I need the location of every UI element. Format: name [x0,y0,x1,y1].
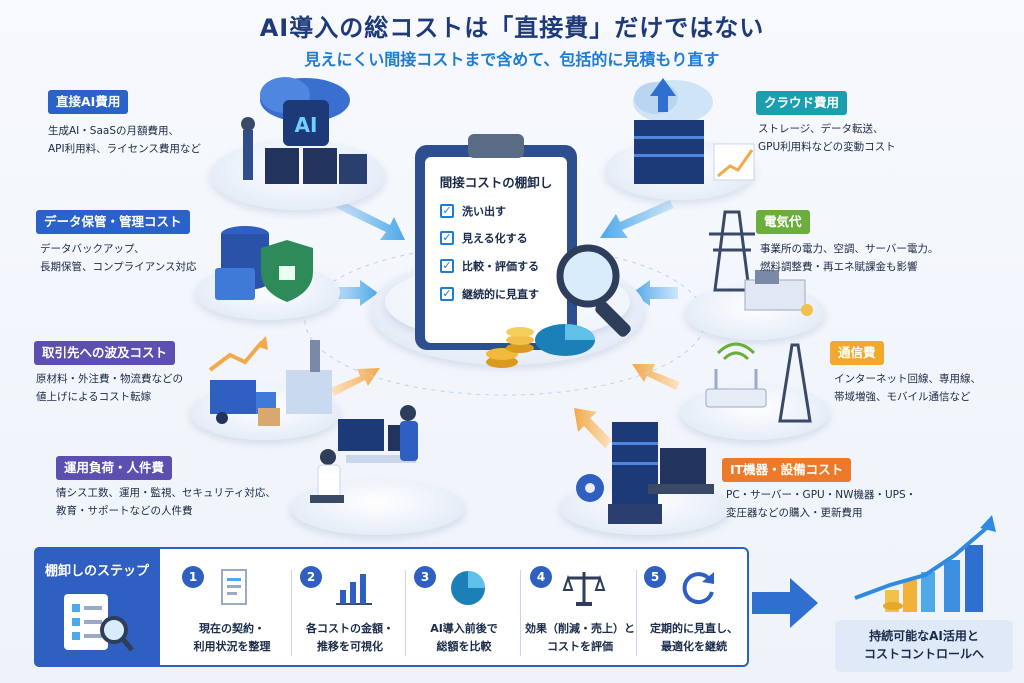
scale-icon [562,572,606,606]
final-goal: 持続可能なAI活用と コストコントロールへ [835,620,1013,672]
arrow-right-4 [574,408,612,448]
refresh-icon [682,572,714,605]
page-subtitle: 見えにくい間接コストまで含めて、包括的に見積もり直す [304,50,720,69]
step-number: 3 [414,566,436,588]
checkbox-icon: ✓ [440,204,454,218]
step-3: 3 AI導入前後で 総額を比較 [408,560,520,660]
arrow-right-2 [632,280,678,306]
database-shield-icon [215,226,313,302]
step-4: 4 効果（削減・売上）と コストを評価 [524,560,636,660]
step-2: 2 各コストの金額・ 推移を可視化 [294,560,406,660]
step-number: 2 [300,566,322,588]
label-data-storage: データ保管・管理コスト [36,210,190,234]
step-1: 1 現在の契約・ 利用状況を整理 [176,560,288,660]
step-5: 5 定期的に見直し、 最適化を継続 [638,560,750,660]
label-telecom: 通信費 [830,341,884,365]
arrow-right-3 [632,364,680,390]
arrow-left-1 [336,200,405,240]
desc-cloud: ストレージ、データ転送、GPU利用料などの変動コスト [758,123,896,153]
desc-operations: 情シス工数、運用・監視、セキュリティ対応、教育・サポートなどの人件費 [56,487,276,517]
clipboard-clip [468,134,524,158]
desc-it-equipment: PC・サーバー・GPU・NW機器・UPS・変圧器などの購入・更新費用 [726,489,917,519]
desc-electricity: 事業所の電力、空調、サーバー電力。燃料調整費・再エネ賦課金も影響 [760,243,939,273]
step-divider [405,570,406,656]
growth-chart-icon [854,515,996,612]
clipboard-title: 間接コストの棚卸し [439,175,553,190]
label-operations: 運用負荷・人件費 [56,456,173,480]
coins-icon [486,327,534,368]
label-direct-ai: 直接AI費用 [48,90,129,114]
check-item-4: ✓ 継続的に見直す [440,286,539,302]
ai-chip-text: AI [295,113,318,137]
step-text: 現在の契約・ 利用状況を整理 [193,622,271,653]
arrow-left-2 [330,280,378,306]
desc-supplier: 原材料・外注費・物流費などの値上げによるコスト転嫁 [36,373,183,403]
cloud-server-icon [633,78,755,184]
step-text: AI導入前後で 総額を比較 [430,622,498,653]
steps-heading: 棚卸しのステップ [44,564,149,579]
pie-chart-icon [535,324,595,356]
arrow-right-1 [600,200,674,238]
server-laptop-icon [576,422,714,524]
check-label: 洗い出す [462,205,506,218]
step-divider [636,570,637,656]
page-title: AI導入の総コストは「直接費」だけではない [259,14,765,42]
checkbox-icon: ✓ [440,231,454,245]
desc-direct-ai: 生成AI・SaaSの月額費用、API利用料、ライセンス費用など [48,125,201,155]
magnifier-icon [556,244,631,337]
checklist-magnifier-icon [64,594,134,652]
desc-telecom: インターネット回線、専用線、帯域増強、モバイル通信など [834,373,981,403]
label-supplier: 取引先への波及コスト [34,341,176,365]
check-item-2: ✓ 見える化する [440,230,528,246]
check-item-1: ✓ 洗い出す [440,203,506,219]
final-arrow [752,578,818,628]
label-electricity: 電気代 [756,210,810,234]
check-item-3: ✓ 比較・評価する [440,258,539,274]
step-divider [291,570,292,656]
check-label: 見える化する [462,232,528,245]
check-label: 継続的に見直す [462,288,539,301]
label-cloud: クラウド費用 [756,91,848,115]
step-text: 定期的に見直し、 最適化を継続 [650,622,738,653]
step-number: 1 [182,566,204,588]
clipboard-paper [425,157,567,343]
step-text: 各コストの金額・ 推移を可視化 [306,622,394,653]
arrow-left-3 [330,368,380,396]
bar-chart-icon [336,574,372,605]
checkbox-icon: ✓ [440,259,454,273]
step-number: 5 [644,566,666,588]
document-icon [221,569,247,605]
antenna-router-icon [705,342,812,423]
ai-server-icon: AI [241,77,367,184]
label-it-equipment: IT機器・設備コスト [722,458,852,482]
pie-chart-icon [451,571,485,605]
step-divider [520,570,521,656]
truck-factory-icon [208,336,332,426]
check-label: 比較・評価する [462,260,539,273]
power-tower-icon [709,210,813,316]
desc-data-storage: データバックアップ、長期保管、コンプライアンス対応 [40,243,197,273]
operators-icon [310,405,418,503]
checkbox-icon: ✓ [440,287,454,301]
step-number: 4 [530,566,552,588]
step-text: 効果（削減・売上）と コストを評価 [525,622,635,653]
